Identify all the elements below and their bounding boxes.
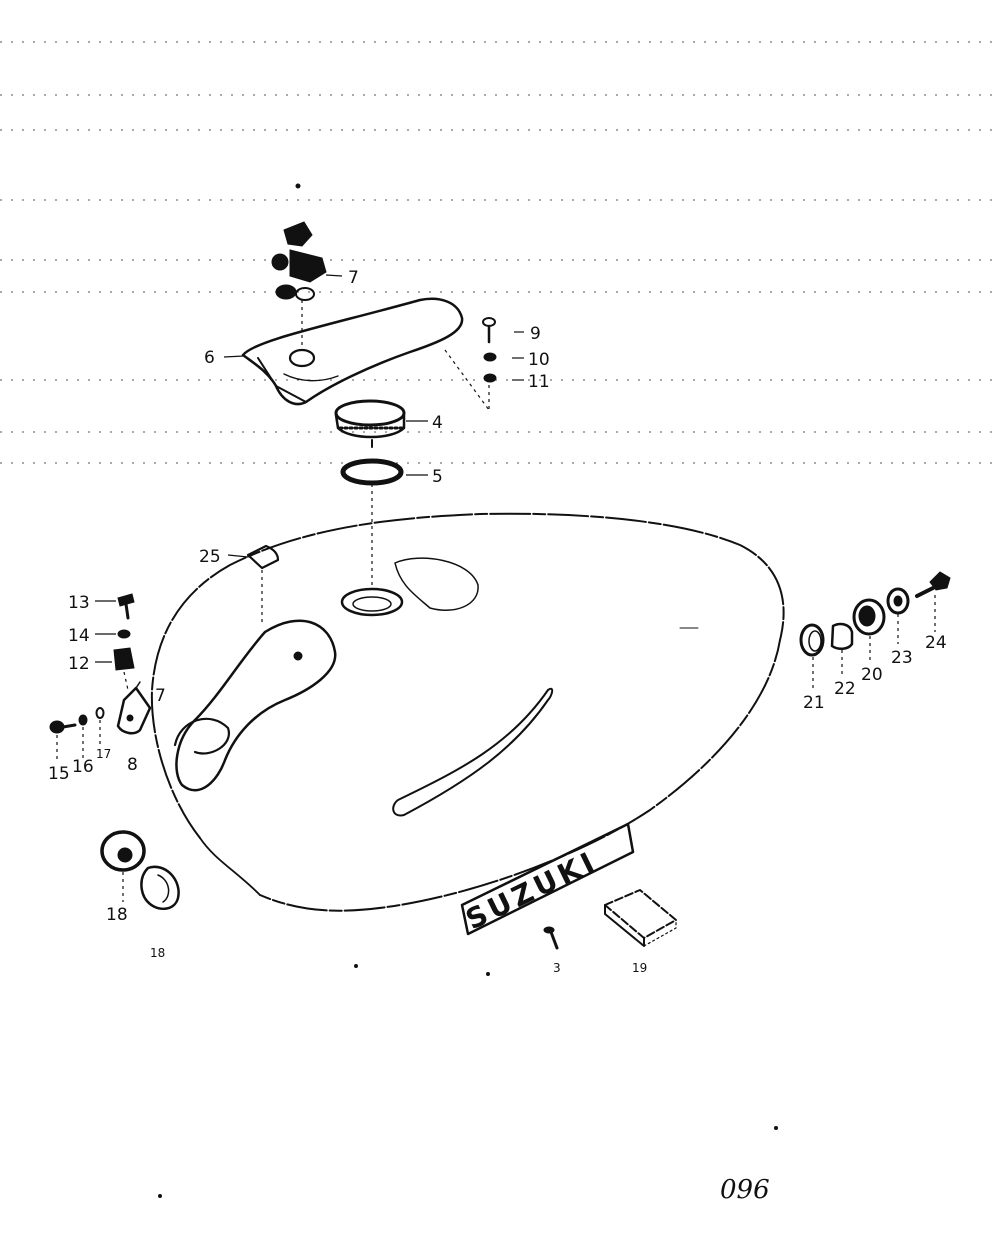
rear-rubber-18 — [100, 830, 180, 911]
callout-4: 4 — [432, 413, 443, 433]
callout-10: 10 — [528, 350, 550, 370]
callout-16: 16 — [72, 757, 94, 777]
scan-specks — [158, 183, 778, 1198]
pad-19 — [604, 889, 677, 947]
callout-22: 22 — [834, 679, 856, 699]
callout-13: 13 — [68, 593, 90, 613]
callout-15: 15 — [48, 764, 70, 784]
callout-23: 23 — [891, 648, 913, 668]
callout-7-top: 7 — [348, 268, 359, 288]
cap-cover — [241, 297, 464, 406]
emblem-text: SUZUKI — [461, 844, 603, 936]
leader-lines — [95, 274, 524, 663]
bracket-8 — [116, 681, 152, 735]
bolt-15-16-17 — [49, 707, 105, 734]
scan-noise — [0, 41, 1000, 464]
cushion-25 — [246, 544, 280, 570]
callout-12: 12 — [68, 654, 90, 674]
callout-11: 11 — [528, 372, 550, 392]
screw-and-washers — [482, 317, 497, 383]
left-mount-parts — [113, 593, 135, 671]
front-mount-parts — [799, 571, 951, 657]
bolt-3 — [543, 926, 559, 950]
filler-cap — [334, 399, 406, 448]
callout-5: 5 — [432, 467, 443, 487]
callout-20: 20 — [861, 665, 883, 685]
callout-18-faint: 18 — [150, 946, 165, 960]
callout-25: 25 — [199, 547, 221, 567]
callout-19: 19 — [632, 961, 647, 975]
callout-labels: 7 9 10 11 6 4 5 25 13 14 12 7 15 16 17 8… — [48, 268, 947, 975]
callout-18: 18 — [106, 905, 128, 925]
callout-8: 8 — [127, 755, 138, 775]
callout-24: 24 — [925, 633, 947, 653]
assembly-lines — [56, 300, 936, 902]
callout-7-side: 7 — [155, 686, 166, 706]
callout-17: 17 — [96, 747, 111, 761]
fuel-cap-lock-with-key — [271, 221, 327, 301]
filler-gasket — [340, 458, 404, 486]
callout-9: 9 — [530, 324, 541, 344]
page-number: 096 — [720, 1175, 770, 1205]
callout-3: 3 — [553, 961, 561, 975]
callout-21: 21 — [803, 693, 825, 713]
callout-6: 6 — [204, 348, 215, 368]
fuel-tank — [150, 512, 785, 912]
suzuki-emblem: SUZUKI — [461, 822, 635, 936]
callout-14: 14 — [68, 626, 90, 646]
